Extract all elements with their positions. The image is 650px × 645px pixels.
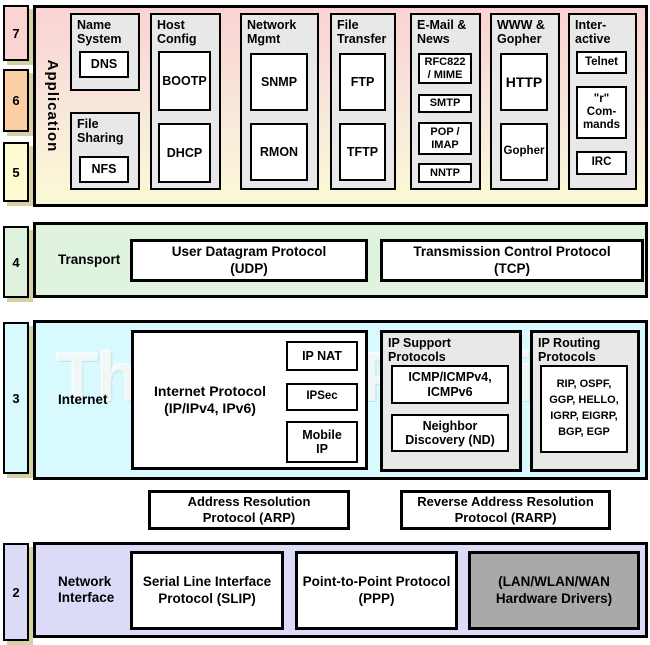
protocol-snmp: SNMP bbox=[250, 53, 308, 111]
group-title-ip-support: IP Support Protocols bbox=[388, 336, 451, 365]
protocol-arp: Address Resolution Protocol (ARP) bbox=[148, 490, 350, 530]
protocol-slip: Serial Line Interface Protocol (SLIP) bbox=[130, 551, 284, 630]
group-title-file-sharing: File Sharing bbox=[77, 117, 124, 146]
protocol-telnet: Telnet bbox=[576, 51, 627, 74]
network-interface-layer-label: Network Interface bbox=[58, 573, 115, 605]
network-interface-layer-box: Network Interface Serial Line Interface … bbox=[33, 542, 648, 638]
protocol-ip-nat: IP NAT bbox=[286, 341, 358, 371]
protocol-ip-box: Internet Protocol (IP/IPv4, IPv6) IP NAT… bbox=[131, 330, 368, 470]
protocol-neighbor-discovery: Neighbor Discovery (ND) bbox=[391, 414, 509, 452]
protocol-routing-list: RIP, OSPF, GGP, HELLO, IGRP, EIGRP, BGP,… bbox=[540, 365, 628, 453]
protocol-ip-label: Internet Protocol (IP/IPv4, IPv6) bbox=[153, 382, 266, 417]
layer-number-4: 4 bbox=[3, 226, 29, 298]
group-title-host-config: Host Config bbox=[157, 18, 197, 47]
group-title-www-gopher: WWW & Gopher bbox=[497, 18, 545, 47]
layer-number-6: 6 bbox=[3, 69, 29, 132]
layer-number-2: 2 bbox=[3, 543, 29, 641]
protocol-ppp: Point-to-Point Protocol (PPP) bbox=[295, 551, 458, 630]
group-title-file-transfer: File Transfer bbox=[337, 18, 387, 47]
group-title-ip-routing: IP Routing Protocols bbox=[538, 336, 601, 365]
protocol-nfs: NFS bbox=[79, 156, 129, 183]
group-email-news: E-Mail & News RFC822 / MIME SMTP POP / I… bbox=[410, 13, 481, 190]
layer-number-7: 7 bbox=[3, 5, 29, 61]
protocol-dhcp: DHCP bbox=[158, 123, 211, 183]
group-file-sharing: File Sharing NFS bbox=[70, 112, 140, 190]
group-name-system: Name System DNS bbox=[70, 13, 140, 91]
protocol-icmp: ICMP/ICMPv4, ICMPv6 bbox=[391, 365, 509, 404]
internet-layer-box: The TCP/IP Guide Internet Internet Proto… bbox=[33, 320, 648, 480]
transport-layer-label: Transport bbox=[58, 251, 121, 267]
group-www-gopher: WWW & Gopher HTTP Gopher bbox=[490, 13, 560, 190]
group-network-mgmt: Network Mgmt SNMP RMON bbox=[240, 13, 319, 190]
layer-number-5: 5 bbox=[3, 142, 29, 202]
protocol-tcp: Transmission Control Protocol (TCP) bbox=[380, 239, 644, 282]
protocol-http: HTTP bbox=[500, 53, 548, 111]
protocol-bootp: BOOTP bbox=[158, 51, 211, 111]
protocol-pop-imap: POP / IMAP bbox=[418, 122, 472, 155]
application-layer-box: Application Name System DNS File Sharing… bbox=[33, 5, 648, 207]
protocol-irc: IRC bbox=[576, 151, 627, 175]
group-ip-routing-protocols: IP Routing Protocols RIP, OSPF, GGP, HEL… bbox=[530, 330, 640, 472]
protocol-udp: User Datagram Protocol (UDP) bbox=[130, 239, 368, 282]
group-title-name-system: Name System bbox=[77, 18, 122, 47]
protocol-smtp: SMTP bbox=[418, 94, 472, 113]
group-title-interactive: Inter- active bbox=[575, 18, 611, 47]
group-host-config: Host Config BOOTP DHCP bbox=[150, 13, 221, 190]
group-title-network-mgmt: Network Mgmt bbox=[247, 18, 297, 47]
protocol-rfc822-mime: RFC822 / MIME bbox=[418, 53, 472, 84]
protocol-rarp: Reverse Address Resolution Protocol (RAR… bbox=[400, 490, 611, 530]
group-ip-support-protocols: IP Support Protocols ICMP/ICMPv4, ICMPv6… bbox=[380, 330, 522, 472]
protocol-gopher: Gopher bbox=[500, 123, 548, 181]
protocol-hardware-drivers: (LAN/WLAN/WAN Hardware Drivers) bbox=[468, 551, 640, 630]
group-interactive: Inter- active Telnet "r" Com- mands IRC bbox=[568, 13, 637, 190]
group-file-transfer: File Transfer FTP TFTP bbox=[330, 13, 396, 190]
application-layer-label: Application bbox=[44, 59, 61, 153]
internet-layer-label: Internet bbox=[58, 391, 108, 407]
protocol-dns: DNS bbox=[79, 51, 129, 78]
protocol-rmon: RMON bbox=[250, 123, 308, 181]
protocol-ipsec: IPSec bbox=[286, 383, 358, 411]
protocol-r-commands: "r" Com- mands bbox=[576, 86, 627, 139]
transport-layer-box: Transport User Datagram Protocol (UDP) T… bbox=[33, 222, 648, 298]
layer-number-3: 3 bbox=[3, 322, 29, 474]
protocol-ftp: FTP bbox=[339, 53, 386, 111]
protocol-nntp: NNTP bbox=[418, 163, 472, 183]
protocol-mobile-ip: Mobile IP bbox=[286, 421, 358, 463]
protocol-tftp: TFTP bbox=[339, 123, 386, 181]
group-title-email-news: E-Mail & News bbox=[417, 18, 467, 47]
